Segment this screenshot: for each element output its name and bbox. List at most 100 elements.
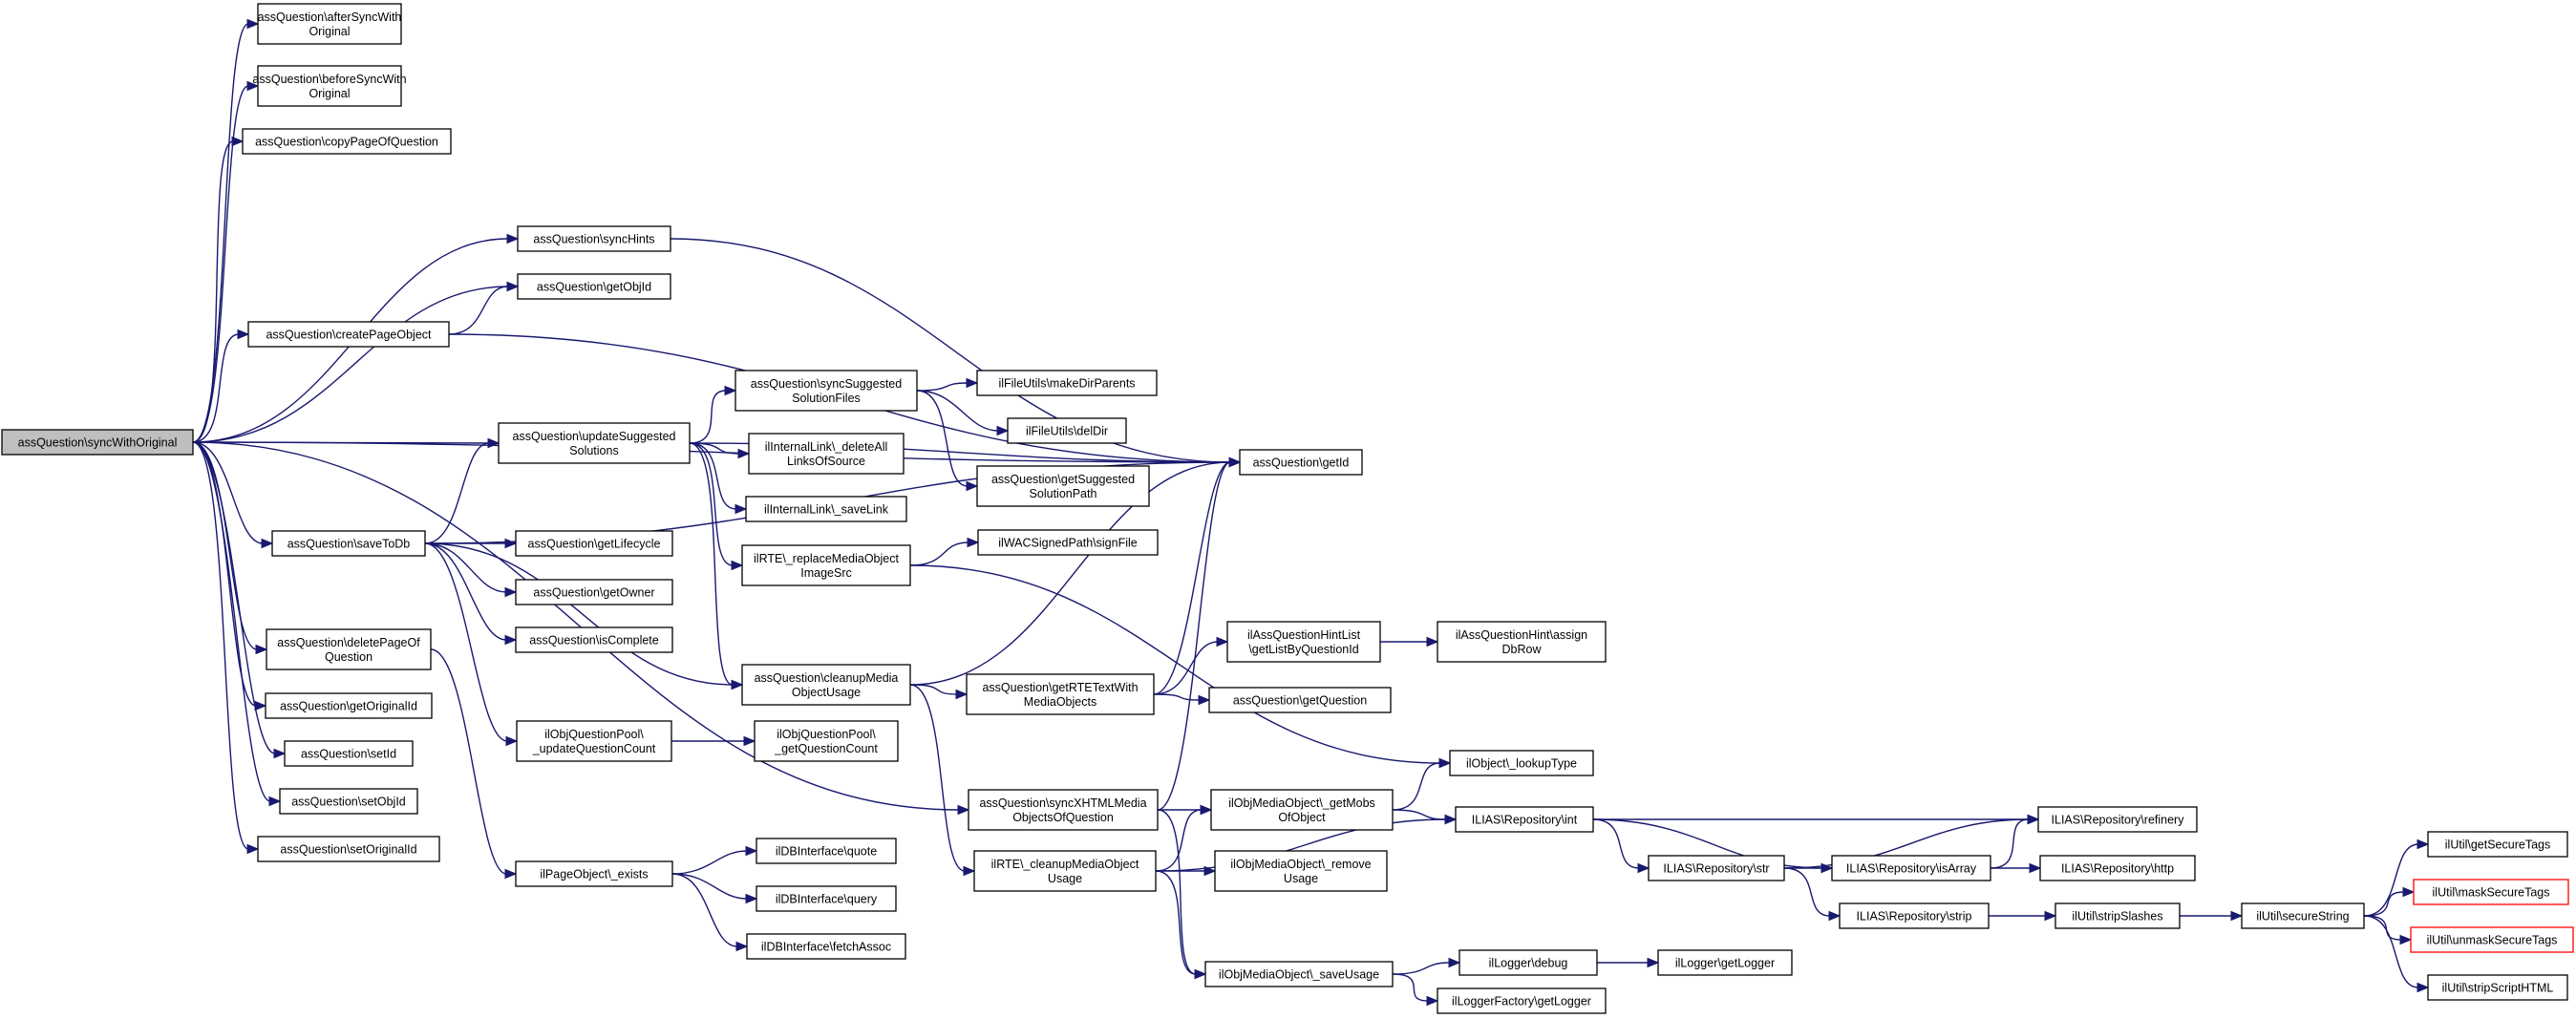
node-box <box>746 933 906 960</box>
node-label: ilInternalLink\_saveLink <box>764 503 889 517</box>
node-query[interactable]: ilDBInterface\query <box>756 885 897 912</box>
edge-updateSugg-to-replaceMob <box>689 442 744 571</box>
node-maskSecure[interactable]: ilUtil\maskSecureTags <box>2413 879 2569 905</box>
node-getLifecycle[interactable]: assQuestion\getLifecycle <box>515 530 673 557</box>
node-repoInt[interactable]: ILIAS\Repository\int <box>1455 806 1594 833</box>
node-box <box>516 720 672 762</box>
node-isArray[interactable]: ILIAS\Repository\isArray <box>1831 855 1991 881</box>
node-box <box>266 628 432 670</box>
node-box <box>976 465 1150 507</box>
node-repoStr[interactable]: ILIAS\Repository\str <box>1648 855 1785 881</box>
edge-syncXHTML-to-getId <box>1157 456 1242 811</box>
node-copyPage[interactable]: assQuestion\copyPageOfQuestion <box>242 128 452 155</box>
node-label: ilObjQuestionPool\ <box>544 728 644 741</box>
node-label: ilInternalLink\_deleteAll <box>765 440 888 454</box>
node-box <box>515 626 673 653</box>
node-label: assQuestion\getOriginalId <box>280 700 417 713</box>
node-label: ilDBInterface\query <box>776 893 878 906</box>
edge-root-to-copyPage <box>192 136 245 443</box>
edge-saveToDb-to-updateSugg <box>424 437 500 544</box>
node-syncXHTML[interactable]: assQuestion\syncXHTMLMediaObjectsOfQuest… <box>968 789 1159 831</box>
node-unmaskSecure[interactable]: ilUtil\unmaskSecureTags <box>2410 926 2574 953</box>
node-label: assQuestion\syncHints <box>533 233 654 246</box>
node-label: _updateQuestionCount <box>532 742 656 755</box>
node-updQCount[interactable]: ilObjQuestionPool\_updateQuestionCount <box>516 720 672 762</box>
node-loggerGet[interactable]: ilLogger\getLogger <box>1657 949 1793 976</box>
node-box <box>242 128 452 155</box>
node-makeDir[interactable]: ilFileUtils\makeDirParents <box>976 370 1158 396</box>
node-box <box>517 225 671 252</box>
node-strip[interactable]: ILIAS\Repository\strip <box>1839 902 1990 929</box>
node-delDir[interactable]: ilFileUtils\delDir <box>1007 417 1127 444</box>
node-getQuestion[interactable]: assQuestion\getQuestion <box>1208 687 1392 713</box>
node-saveToDb[interactable]: assQuestion\saveToDb <box>271 530 426 557</box>
node-getId[interactable]: assQuestion\getId <box>1239 449 1363 476</box>
node-label: ilRTE\_cleanupMediaObject <box>991 858 1139 871</box>
node-lookupType[interactable]: ilObject\_lookupType <box>1449 750 1594 776</box>
node-box <box>1839 902 1990 929</box>
node-syncHints[interactable]: assQuestion\syncHints <box>517 225 671 252</box>
edge-saveToDb-to-getOwner <box>424 542 518 598</box>
node-getOwner[interactable]: assQuestion\getOwner <box>515 579 673 605</box>
node-quote[interactable]: ilDBInterface\quote <box>756 838 897 864</box>
node-box <box>741 664 911 706</box>
node-secureString[interactable]: ilUtil\secureString <box>2241 902 2365 929</box>
edge-secureString-to-getSecureTags <box>2363 839 2430 917</box>
node-root[interactable]: assQuestion\syncWithOriginal <box>1 429 194 456</box>
node-label: ImageSrc <box>800 566 852 580</box>
edge-getRTE-to-hintList <box>1153 636 1229 695</box>
node-label: ilDBInterface\quote <box>776 845 877 859</box>
node-pageExists[interactable]: ilPageObject\_exists <box>515 860 673 887</box>
edge-secureString-to-maskSecure <box>2363 886 2416 917</box>
node-setObjId[interactable]: assQuestion\setObjId <box>279 788 418 815</box>
node-setId[interactable]: assQuestion\setId <box>284 740 414 767</box>
node-stripScript[interactable]: ilUtil\stripScriptHTML <box>2427 974 2568 1001</box>
edge-root-to-getId <box>192 441 1242 468</box>
node-getObjId[interactable]: assQuestion\getObjId <box>517 273 671 300</box>
edge-secureString-to-stripScript <box>2363 915 2430 993</box>
node-isComplete[interactable]: assQuestion\isComplete <box>515 626 673 653</box>
node-label: DbRow <box>1502 643 1543 656</box>
node-createPage[interactable]: assQuestion\createPageObject <box>247 321 450 348</box>
node-factoryLogger[interactable]: ilLoggerFactory\getLogger <box>1437 987 1607 1014</box>
node-box <box>2413 879 2569 905</box>
node-http[interactable]: ILIAS\Repository\http <box>2039 855 2196 881</box>
node-label: ObjectsOfQuestion <box>1012 811 1114 824</box>
node-getSecureTags[interactable]: ilUtil\getSecureTags <box>2427 831 2568 858</box>
node-refinery[interactable]: ILIAS\Repository\refinery <box>2037 806 2198 833</box>
node-getOrigId[interactable]: assQuestion\getOriginalId <box>265 692 433 719</box>
node-label: assQuestion\getLifecycle <box>528 538 661 551</box>
node-label: assQuestion\afterSyncWith <box>258 11 402 24</box>
node-box <box>973 850 1157 892</box>
node-hintList[interactable]: ilAssQuestionHintList\getListByQuestionI… <box>1226 621 1381 663</box>
node-label: assQuestion\deletePageOf <box>277 636 420 649</box>
node-setOrigId[interactable]: assQuestion\setOriginalId <box>257 836 440 862</box>
node-saveUsage[interactable]: ilObjMediaObject\_saveUsage <box>1204 961 1394 987</box>
node-label: Usage <box>1284 872 1318 885</box>
node-box <box>734 370 918 412</box>
node-label: ilLoggerFactory\getLogger <box>1452 995 1591 1008</box>
node-getQCount[interactable]: ilObjQuestionPool\_getQuestionCount <box>754 720 899 762</box>
node-saveLink[interactable]: ilInternalLink\_saveLink <box>745 496 907 522</box>
node-stripSlashes[interactable]: ilUtil\stripSlashes <box>2054 902 2181 929</box>
node-box <box>271 530 426 557</box>
node-fetchAssoc[interactable]: ilDBInterface\fetchAssoc <box>746 933 906 960</box>
node-signFile[interactable]: ilWACSignedPath\signFile <box>977 529 1159 556</box>
edge-getMobs-to-lookupType <box>1392 757 1452 811</box>
node-debug[interactable]: ilLogger\debug <box>1458 949 1598 976</box>
node-label: SolutionFiles <box>792 392 861 405</box>
